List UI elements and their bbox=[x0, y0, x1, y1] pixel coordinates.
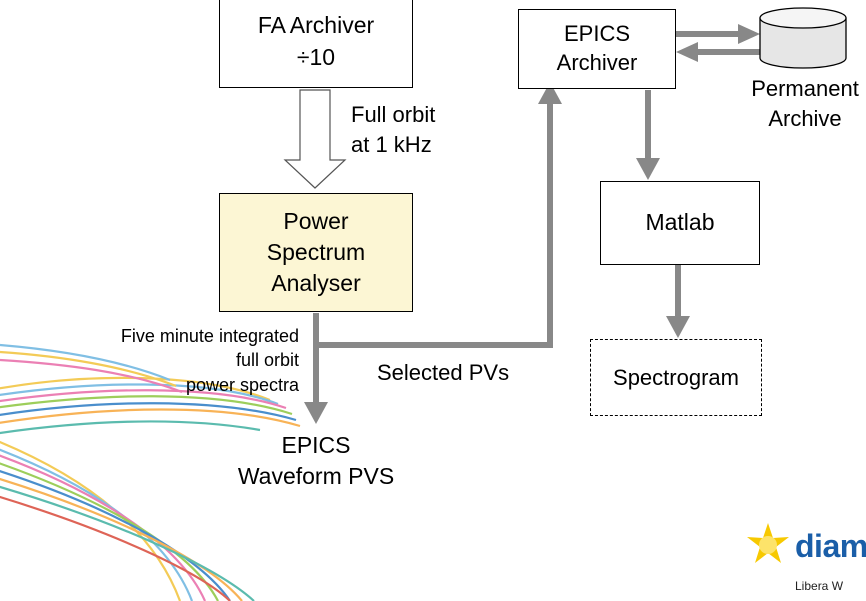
permanent-archive-line1: Permanent bbox=[751, 76, 859, 101]
archiver-to-matlab-arrow bbox=[636, 90, 660, 180]
full-orbit-line2: at 1 kHz bbox=[351, 131, 432, 157]
power-spectrum-analyser-box: Power Spectrum Analyser bbox=[219, 193, 413, 312]
matlab-label: Matlab bbox=[645, 209, 715, 236]
permanent-archive-label: Permanent Archive bbox=[720, 74, 866, 133]
epics-archiver-line2: Archiver bbox=[556, 50, 638, 75]
light-swirl-decoration bbox=[0, 343, 301, 601]
spectrogram-box: Spectrogram bbox=[590, 339, 762, 416]
fa-archiver-box: FA Archiver ÷10 bbox=[219, 0, 413, 88]
epics-waveform-line2: Waveform PVS bbox=[237, 463, 395, 490]
analyser-line3: Analyser bbox=[271, 270, 361, 297]
analyser-line1: Power bbox=[283, 207, 349, 234]
selected-pvs-arrow bbox=[316, 82, 562, 348]
epics-waveform-line1: EPICS bbox=[281, 432, 351, 458]
epics-archiver-line1: EPICS bbox=[563, 21, 631, 47]
integrated-line1: Five minute integrated bbox=[120, 326, 299, 346]
permanent-archive-line2: Archive bbox=[768, 105, 842, 131]
integrated-line2: full orbit bbox=[235, 350, 299, 371]
archive-bidirectional-arrows bbox=[676, 24, 760, 62]
full-orbit-line1: Full orbit bbox=[351, 102, 436, 127]
matlab-box: Matlab bbox=[600, 181, 760, 265]
diamond-logo-icon bbox=[747, 523, 789, 563]
spectrogram-label: Spectrogram bbox=[613, 364, 739, 390]
epics-archiver-box: EPICS Archiver bbox=[518, 9, 676, 89]
full-orbit-label: Full orbit at 1 kHz bbox=[351, 100, 435, 159]
selected-pvs-label: Selected PVs bbox=[377, 360, 510, 385]
fa-archiver-divisor: ÷10 bbox=[296, 43, 336, 70]
full-orbit-hollow-arrow bbox=[283, 89, 347, 189]
integrated-line3: power spectra bbox=[185, 374, 299, 395]
analyser-line2: Spectrum bbox=[266, 238, 366, 265]
database-cylinder-icon bbox=[759, 7, 847, 69]
logo-footer: Libera W bbox=[795, 579, 844, 593]
logo-text: diam bbox=[795, 528, 866, 564]
analyser-to-waveform-arrow bbox=[304, 313, 328, 424]
fa-archiver-title: FA Archiver bbox=[257, 12, 375, 39]
epics-waveform-label: EPICS Waveform PVS bbox=[196, 430, 436, 492]
matlab-to-spectrogram-arrow bbox=[666, 265, 690, 338]
integrated-spectra-label: Five minute integrated full orbit power … bbox=[40, 324, 299, 397]
